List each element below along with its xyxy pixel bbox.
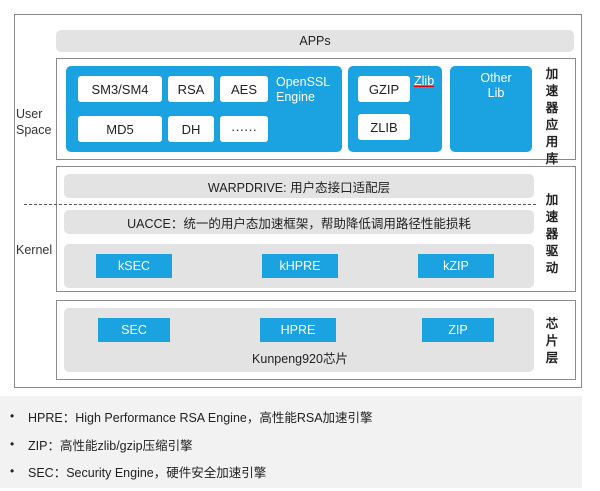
driver-layer-label: 加 速 器 驱 动: [545, 192, 559, 277]
bullet-icon: •: [10, 437, 15, 451]
apps-text: APPs: [299, 34, 331, 48]
layer-char: 用: [545, 135, 559, 149]
khpre-module: kHPRE: [262, 254, 338, 278]
sec-module: SEC: [98, 318, 170, 342]
openssl-cell-dh: DH: [168, 116, 214, 142]
chip-layer-label: 芯 片 层: [545, 316, 559, 367]
kernel-text: Kernel: [16, 243, 53, 257]
note-zip-text: ZIP：高性能zlib/gzip压缩引擎: [28, 438, 193, 453]
uacce-text: UACCE：统一的用户态加速框架，帮助降低调用路径性能损耗: [127, 216, 471, 231]
layer-char: 加: [545, 193, 559, 207]
kernel-label: Kernel: [16, 242, 52, 258]
other-lib-box: [450, 66, 532, 152]
note-sec-text: SEC：Security Engine，硬件安全加速引擎: [28, 465, 267, 480]
zlib-cell-gzip: GZIP: [358, 76, 410, 102]
openssl-cell-rsa: RSA: [168, 76, 214, 102]
zlib-cell-zlib: ZLIB: [358, 114, 410, 140]
note-hpre: • HPRE：High Performance RSA Engine，高性能RS…: [10, 406, 373, 426]
apps-bar: APPs: [56, 30, 574, 52]
other-lib-label: Other Lib: [480, 71, 512, 100]
ksec-module: kSEC: [96, 254, 172, 278]
warpdrive-bar: WARPDRIVE: 用户态接口适配层: [64, 174, 534, 198]
layer-char: 加: [545, 67, 559, 81]
layer-char: 动: [545, 261, 559, 275]
layer-char: 芯: [545, 317, 559, 331]
openssl-cell-md5: MD5: [78, 116, 162, 142]
note-sec: • SEC：Security Engine，硬件安全加速引擎: [10, 461, 266, 481]
notes-panel: [0, 396, 582, 488]
user-kernel-divider: [24, 204, 536, 205]
layer-char: 器: [545, 101, 559, 115]
layer-char: 速: [545, 210, 559, 224]
openssl-cell-sm3-sm4: SM3/SM4: [78, 76, 162, 102]
kzip-module: kZIP: [418, 254, 494, 278]
note-zip: • ZIP：高性能zlib/gzip压缩引擎: [10, 434, 193, 454]
openssl-cell-more: ······: [220, 116, 268, 142]
layer-char: 速: [545, 84, 559, 98]
user-space-label: User Space: [16, 106, 60, 138]
app-lib-layer-label: 加 速 器 应 用 库: [545, 66, 559, 168]
layer-char: 层: [545, 351, 559, 365]
uacce-bar: UACCE：统一的用户态加速框架，帮助降低调用路径性能损耗: [64, 210, 534, 234]
warpdrive-text: WARPDRIVE: 用户态接口适配层: [207, 180, 391, 195]
layer-char: 库: [545, 152, 559, 166]
user-space-text: User Space: [16, 107, 52, 137]
bullet-icon: •: [10, 409, 15, 423]
hpre-module: HPRE: [260, 318, 336, 342]
zlib-label: Zlib: [414, 74, 435, 88]
note-hpre-text: HPRE：High Performance RSA Engine，高性能RSA加…: [28, 410, 373, 425]
bullet-icon: •: [10, 464, 15, 478]
openssl-cell-aes: AES: [220, 76, 268, 102]
layer-char: 应: [545, 118, 559, 132]
openssl-engine-label: OpenSSL Engine: [276, 75, 330, 104]
layer-char: 器: [545, 227, 559, 241]
kunpeng-chip-name: Kunpeng920芯片: [252, 352, 348, 366]
layer-char: 片: [545, 334, 559, 348]
layer-char: 驱: [545, 244, 559, 258]
zip-module: ZIP: [422, 318, 494, 342]
